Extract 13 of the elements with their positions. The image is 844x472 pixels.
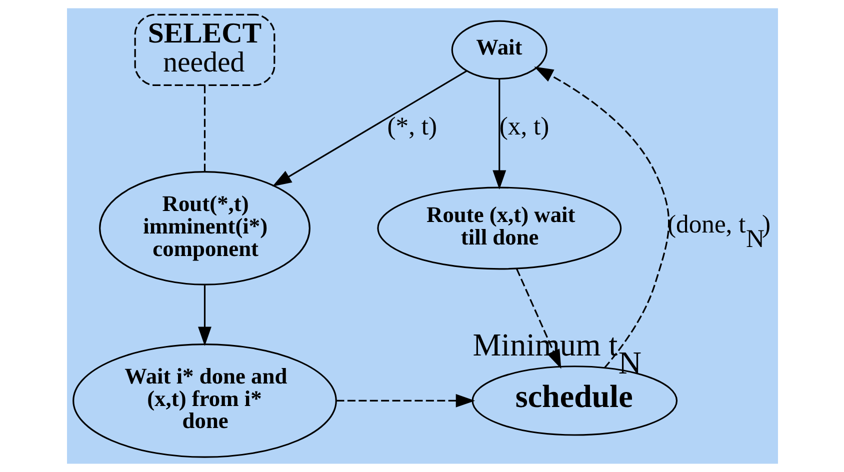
arrow <box>198 285 211 346</box>
arrow <box>515 268 561 369</box>
node-ellipse: Wait <box>450 20 547 80</box>
arrow <box>492 78 506 190</box>
node-box: SELECT needed <box>134 14 275 86</box>
edge-label: (x, t) <box>498 111 549 140</box>
node-ellipse: Wait i* done and (x,t) from i* done <box>72 344 336 458</box>
connector <box>203 85 206 172</box>
edge-label: (*, t) <box>386 111 437 140</box>
arrow <box>336 394 475 408</box>
arrow <box>272 70 467 186</box>
node-ellipse: Route (x,t) wait till done <box>376 186 622 270</box>
arrow <box>534 66 670 369</box>
